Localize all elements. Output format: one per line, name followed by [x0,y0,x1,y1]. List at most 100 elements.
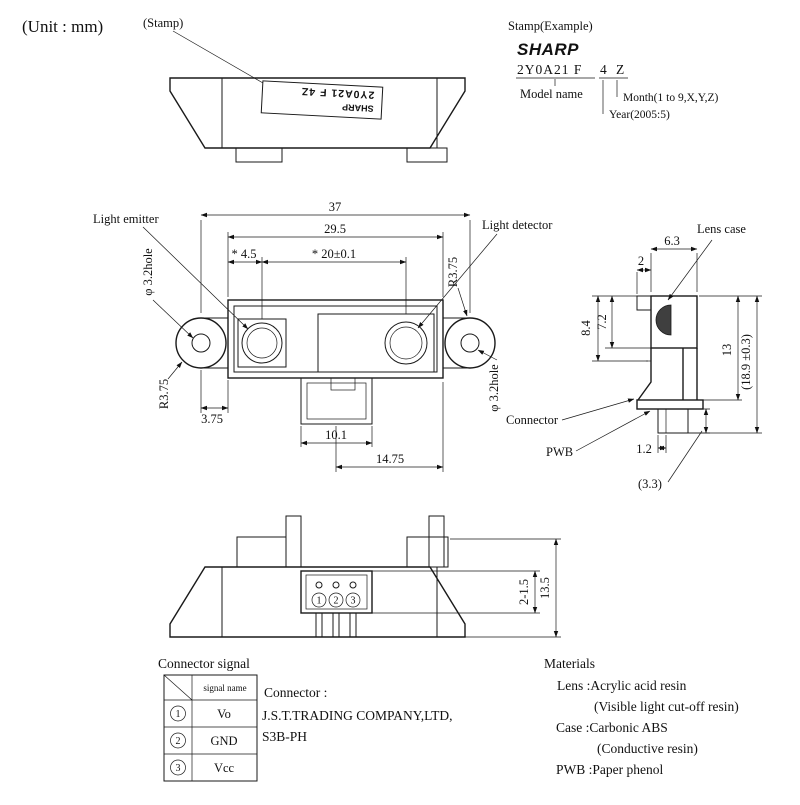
stamp-brand-text: SHARP [342,102,374,114]
dim-connector-offset: 14.75 [335,382,444,472]
unit-label: (Unit : mm) [22,17,103,36]
side-step [636,295,651,311]
dim-overall-text: 37 [329,200,342,214]
stamp-box: SHARP 2Y0A21 F 4Z [260,80,384,120]
dim-13-text: 13 [720,344,734,357]
pin-leg-3 [349,612,357,638]
svg-text:GND: GND [210,734,237,748]
dim-step-text: 2 [638,254,644,268]
svg-text:2: 2 [334,596,339,607]
top-view-body-edges [221,78,438,148]
pin-dot-3 [349,581,357,589]
dim-depth-6-3: 6.3 [650,234,698,292]
connector-part-number: S3B-PH [262,729,307,744]
pin-dot-2 [332,581,340,589]
svg-text:Vo: Vo [217,707,231,721]
hole-right-label: φ 3.2hole [487,364,501,412]
detector-lens-inner [389,326,423,360]
bottom-foot-left [236,536,287,568]
dim-emitter-text: * 4.5 [232,247,257,261]
pwb-label: PWB [546,445,573,459]
materials-case: Case :Carbonic ABS [556,720,668,735]
left-mounting-hole [191,333,211,353]
stamp-model-text: 2Y0A21 F 4Z [301,85,375,101]
bottom-foot-right [406,536,449,568]
dim-pins-2-1-5: 2-1.5 [372,570,540,614]
front-connector [300,377,373,425]
table-row-1: 1 Vo [170,705,231,722]
top-view: SHARP 2Y0A21 F 4Z (Stamp) [143,16,466,163]
hole-left-label: φ 3.2hole [141,248,155,296]
month-note: Month(1 to 9,X,Y,Z) [623,92,718,104]
dim-ear-text: 3.75 [201,412,223,426]
front-view: 37 29.5 * 4.5 * 20±0.1 3.75 10.1 1 [93,200,553,472]
left-mounting-ear [175,317,227,369]
svg-text:1: 1 [176,709,181,720]
dim-7-2-text: 7.2 [595,314,609,330]
year-note: Year(2005:5) [609,109,670,121]
stamp-callout-leader [172,30,264,84]
top-view-foot-right [406,147,448,163]
lens-case-label: Lens case [697,222,746,236]
side-view: 6.3 2 8.4 7.2 13 (18.9 ±0.3) [506,222,762,491]
radius-left-label: R3.75 [157,379,171,409]
pin-number-3: 3 [345,592,361,608]
materials-pwb: PWB :Paper phenol [556,762,663,777]
light-detector-leader [417,233,498,329]
detector-lens-outer [384,321,428,365]
optical-centerlines [261,257,407,319]
dim-body-text: 29.5 [324,222,346,236]
connector-signal-table: Connector signal signal name 1 Vo 2 GND … [158,656,258,782]
table-row-2: 2 GND [170,732,238,749]
dim-tail-text: (3.3) [638,477,662,491]
svg-text:3: 3 [176,763,181,774]
side-body [637,348,698,401]
stamp-year-digit: Z [616,62,625,77]
emitter-lens-inner [246,327,278,359]
dim-centers-text: * 20±0.1 [312,247,356,261]
connector-info: Connector : J.S.T.TRADING COMPANY,LTD, S… [262,685,453,744]
table-header-signal-name: signal name [203,683,246,693]
pin-leg-1 [315,612,323,638]
lens-case [650,295,698,349]
materials-case-note: (Conductive resin) [597,741,698,756]
svg-text:1: 1 [317,596,322,607]
materials-lens-note: (Visible light cut-off resin) [594,699,739,714]
stamp-model-code: 2Y0A21 F [517,62,582,77]
dim-pins-text: 2-1.5 [517,579,531,605]
lens-case-leader [667,239,713,301]
bottom-post-right [428,515,445,568]
dim-depth-text: 6.3 [664,234,680,248]
dim-total-18-9: (18.9 ±0.3) [688,295,762,434]
radius-right-label: R3.75 [446,257,460,287]
model-name-label: Model name [520,87,583,101]
front-body [227,299,444,379]
front-body-face [233,305,438,373]
stamp-month-digit: 4 [600,62,608,77]
light-emitter-label: Light emitter [93,212,159,226]
right-mounting-hole [460,333,480,353]
connector-company: J.S.T.TRADING COMPANY,LTD, [262,708,453,723]
connector-label: Connector [506,413,559,427]
right-mounting-ear [444,317,496,369]
emitter-lens-outer [241,322,283,364]
materials-lens: Lens :Acrylic acid resin [557,678,687,693]
light-emitter-leader [142,226,249,330]
svg-text:Vcc: Vcc [214,761,235,775]
materials-title: Materials [544,656,595,671]
bottom-view: 1 2 3 2-1.5 13.5 [169,515,561,638]
connector-leader [561,398,635,421]
connector-info-label: Connector : [264,685,327,700]
light-detector-label: Light detector [482,218,553,232]
table-row-3: 3 Vcc [170,759,235,776]
svg-text:3: 3 [351,596,356,607]
dim-connector-offset-text: 14.75 [376,452,404,466]
stamp-callout-label: (Stamp) [143,16,183,30]
side-lens [655,304,672,336]
dim-centers-20: * 20±0.1 [261,247,407,265]
stamp-example: Stamp(Example) SHARP 2Y0A21 F 4 Z Model … [508,19,718,121]
dim-height-13-5: 13.5 [450,538,561,638]
bottom-post-left [285,515,302,568]
